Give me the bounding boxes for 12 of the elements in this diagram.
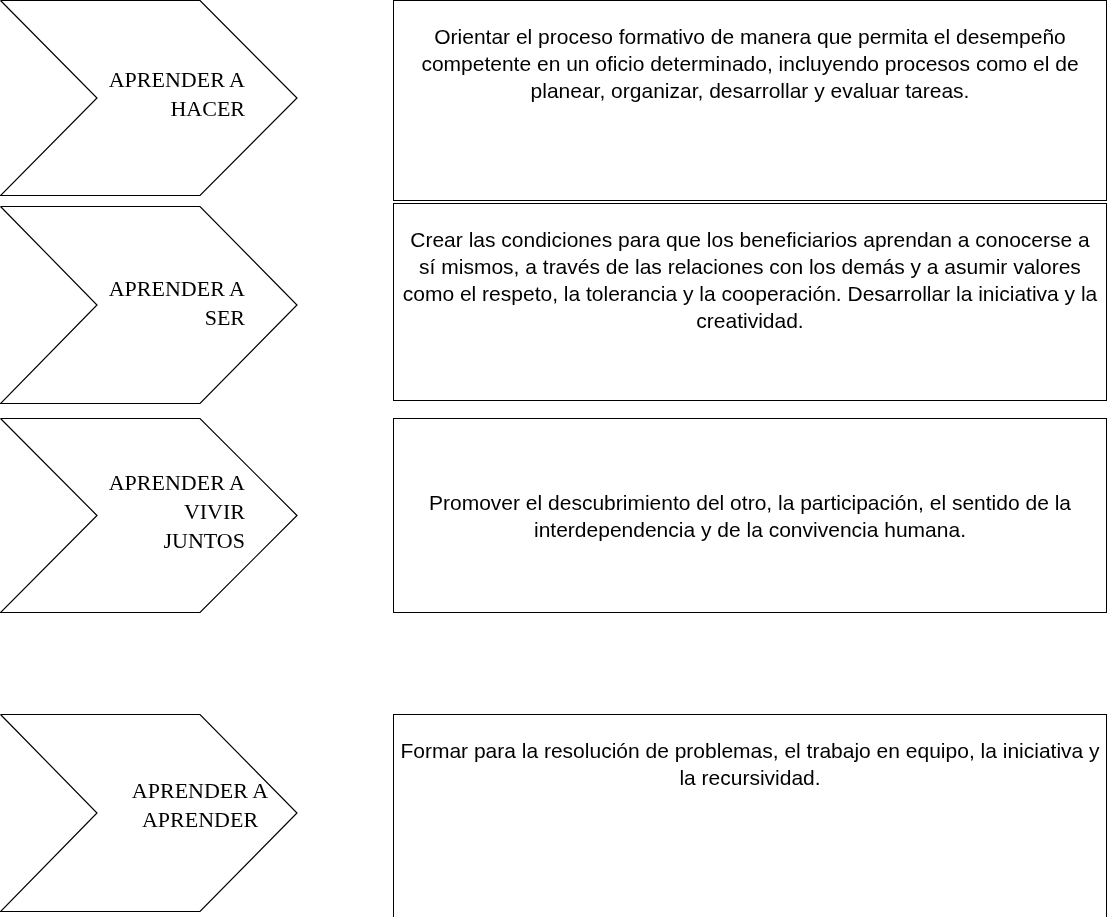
chevron-label: APRENDER A SER (107, 275, 245, 332)
chevron-label: APRENDER A HACER (107, 66, 245, 123)
description-text: Promover el descubrimiento del otro, la participación, el sentido de la interdependencia y de la convivencia humana. (428, 489, 1072, 543)
description-text: Orientar el proceso formativo de manera que permita el desempeño competente en un oficio determinado, incluyendo procesos como el de planear, organizar, desarrollar y evaluar tareas. (420, 24, 1080, 104)
description-box (393, 418, 1107, 613)
description-text: Formar para la resolución de problemas, el trabajo en equipo, la iniciativa y la recursividad. (400, 738, 1100, 791)
description-text: Crear las condiciones para que los beneficiarios aprendan a conocerse a sí mismos, a través de las relaciones con los demás y a asumir valores como el respeto, la tolerancia y la cooperación. Desarrollar la iniciativa y la creatividad. (401, 227, 1099, 334)
chevron-label: APRENDER A VIVIR JUNTOS (107, 469, 245, 555)
chevron-label: APRENDER A APRENDER (130, 777, 270, 834)
description-box (393, 0, 1107, 201)
description-box (393, 203, 1107, 401)
description-box (393, 714, 1107, 917)
